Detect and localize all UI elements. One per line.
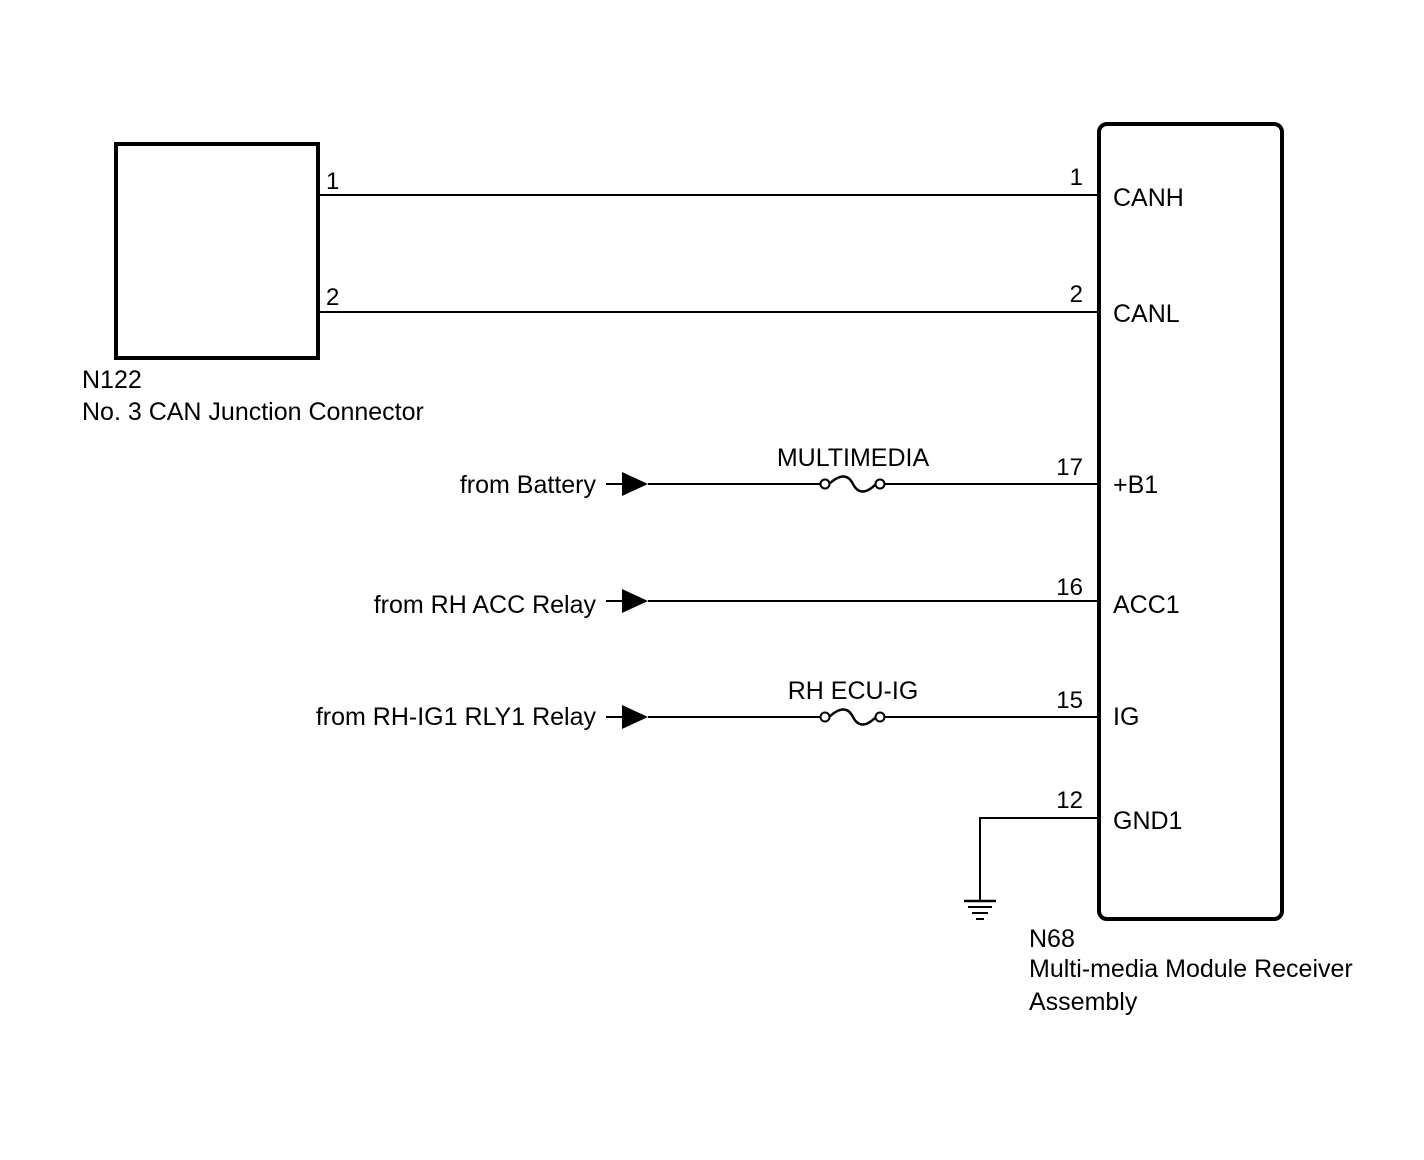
ig-terminal-label: IG — [1113, 703, 1139, 731]
ecu-ig-fuse-label: RH ECU-IG — [788, 677, 919, 705]
n122-pin-1: 1 — [326, 168, 339, 195]
n68-name-line1: Multi-media Module Receiver — [1029, 955, 1353, 983]
battery-arrow-icon — [622, 472, 648, 496]
ecu-ig-fuse-icon — [819, 708, 886, 726]
n122-pin-2: 2 — [326, 284, 339, 311]
acc1-pin-number: 16 — [1056, 574, 1083, 601]
gnd1-pin-number: 12 — [1056, 787, 1083, 814]
b1-pin-number: 17 — [1056, 454, 1083, 481]
n122-id-label: N122 — [82, 366, 142, 394]
acc-relay-source-label: from RH ACC Relay — [374, 591, 597, 619]
n68-name-line2: Assembly — [1029, 988, 1138, 1016]
multimedia-fuse-icon — [819, 475, 886, 493]
ig-pin-number: 15 — [1056, 687, 1083, 714]
ig-arrow-icon — [622, 705, 648, 729]
n122-name-label: No. 3 CAN Junction Connector — [82, 398, 424, 426]
canh-pin-number: 1 — [1070, 164, 1083, 191]
acc1-terminal-label: ACC1 — [1113, 591, 1180, 619]
canl-pin-number: 2 — [1070, 281, 1083, 308]
canh-terminal-label: CANH — [1113, 184, 1184, 212]
multimedia-fuse-label: MULTIMEDIA — [777, 444, 930, 472]
gnd1-wire — [979, 817, 1099, 901]
n68-id-label: N68 — [1029, 925, 1075, 953]
n68-module-box — [1097, 122, 1284, 921]
ground-symbol-icon — [964, 899, 996, 920]
gnd1-terminal-label: GND1 — [1113, 807, 1182, 835]
acc-arrow-icon — [622, 589, 648, 613]
ig1-relay-source-label: from RH-IG1 RLY1 Relay — [316, 703, 597, 731]
canl-terminal-label: CANL — [1113, 300, 1180, 328]
n122-connector-box — [114, 142, 320, 360]
b1-terminal-label: +B1 — [1113, 471, 1158, 499]
battery-source-label: from Battery — [460, 471, 597, 499]
